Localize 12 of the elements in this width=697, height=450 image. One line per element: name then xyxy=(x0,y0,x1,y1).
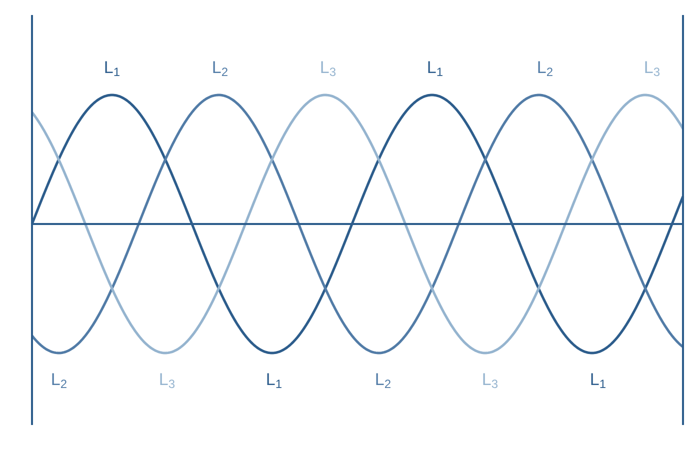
phase-label: L$_{1}$ xyxy=(266,370,282,390)
phase-label: L$_{2}$ xyxy=(212,58,228,78)
phase-label: L$_{2}$ xyxy=(374,370,392,390)
phase-label: L$_{3}$ xyxy=(644,58,660,78)
phase-label: L$_{2}$ xyxy=(50,370,68,390)
phase-label: L$_{2}$ xyxy=(536,58,554,78)
phase-label: L$_{1}$ xyxy=(590,370,606,390)
phase-label: L$_{3}$ xyxy=(320,58,336,78)
phase-label: L$_{3}$ xyxy=(158,370,176,390)
phase-label: L$_{1}$ xyxy=(426,58,444,78)
phase-label: L$_{1}$ xyxy=(104,58,120,78)
phase-label: L$_{3}$ xyxy=(482,370,498,390)
